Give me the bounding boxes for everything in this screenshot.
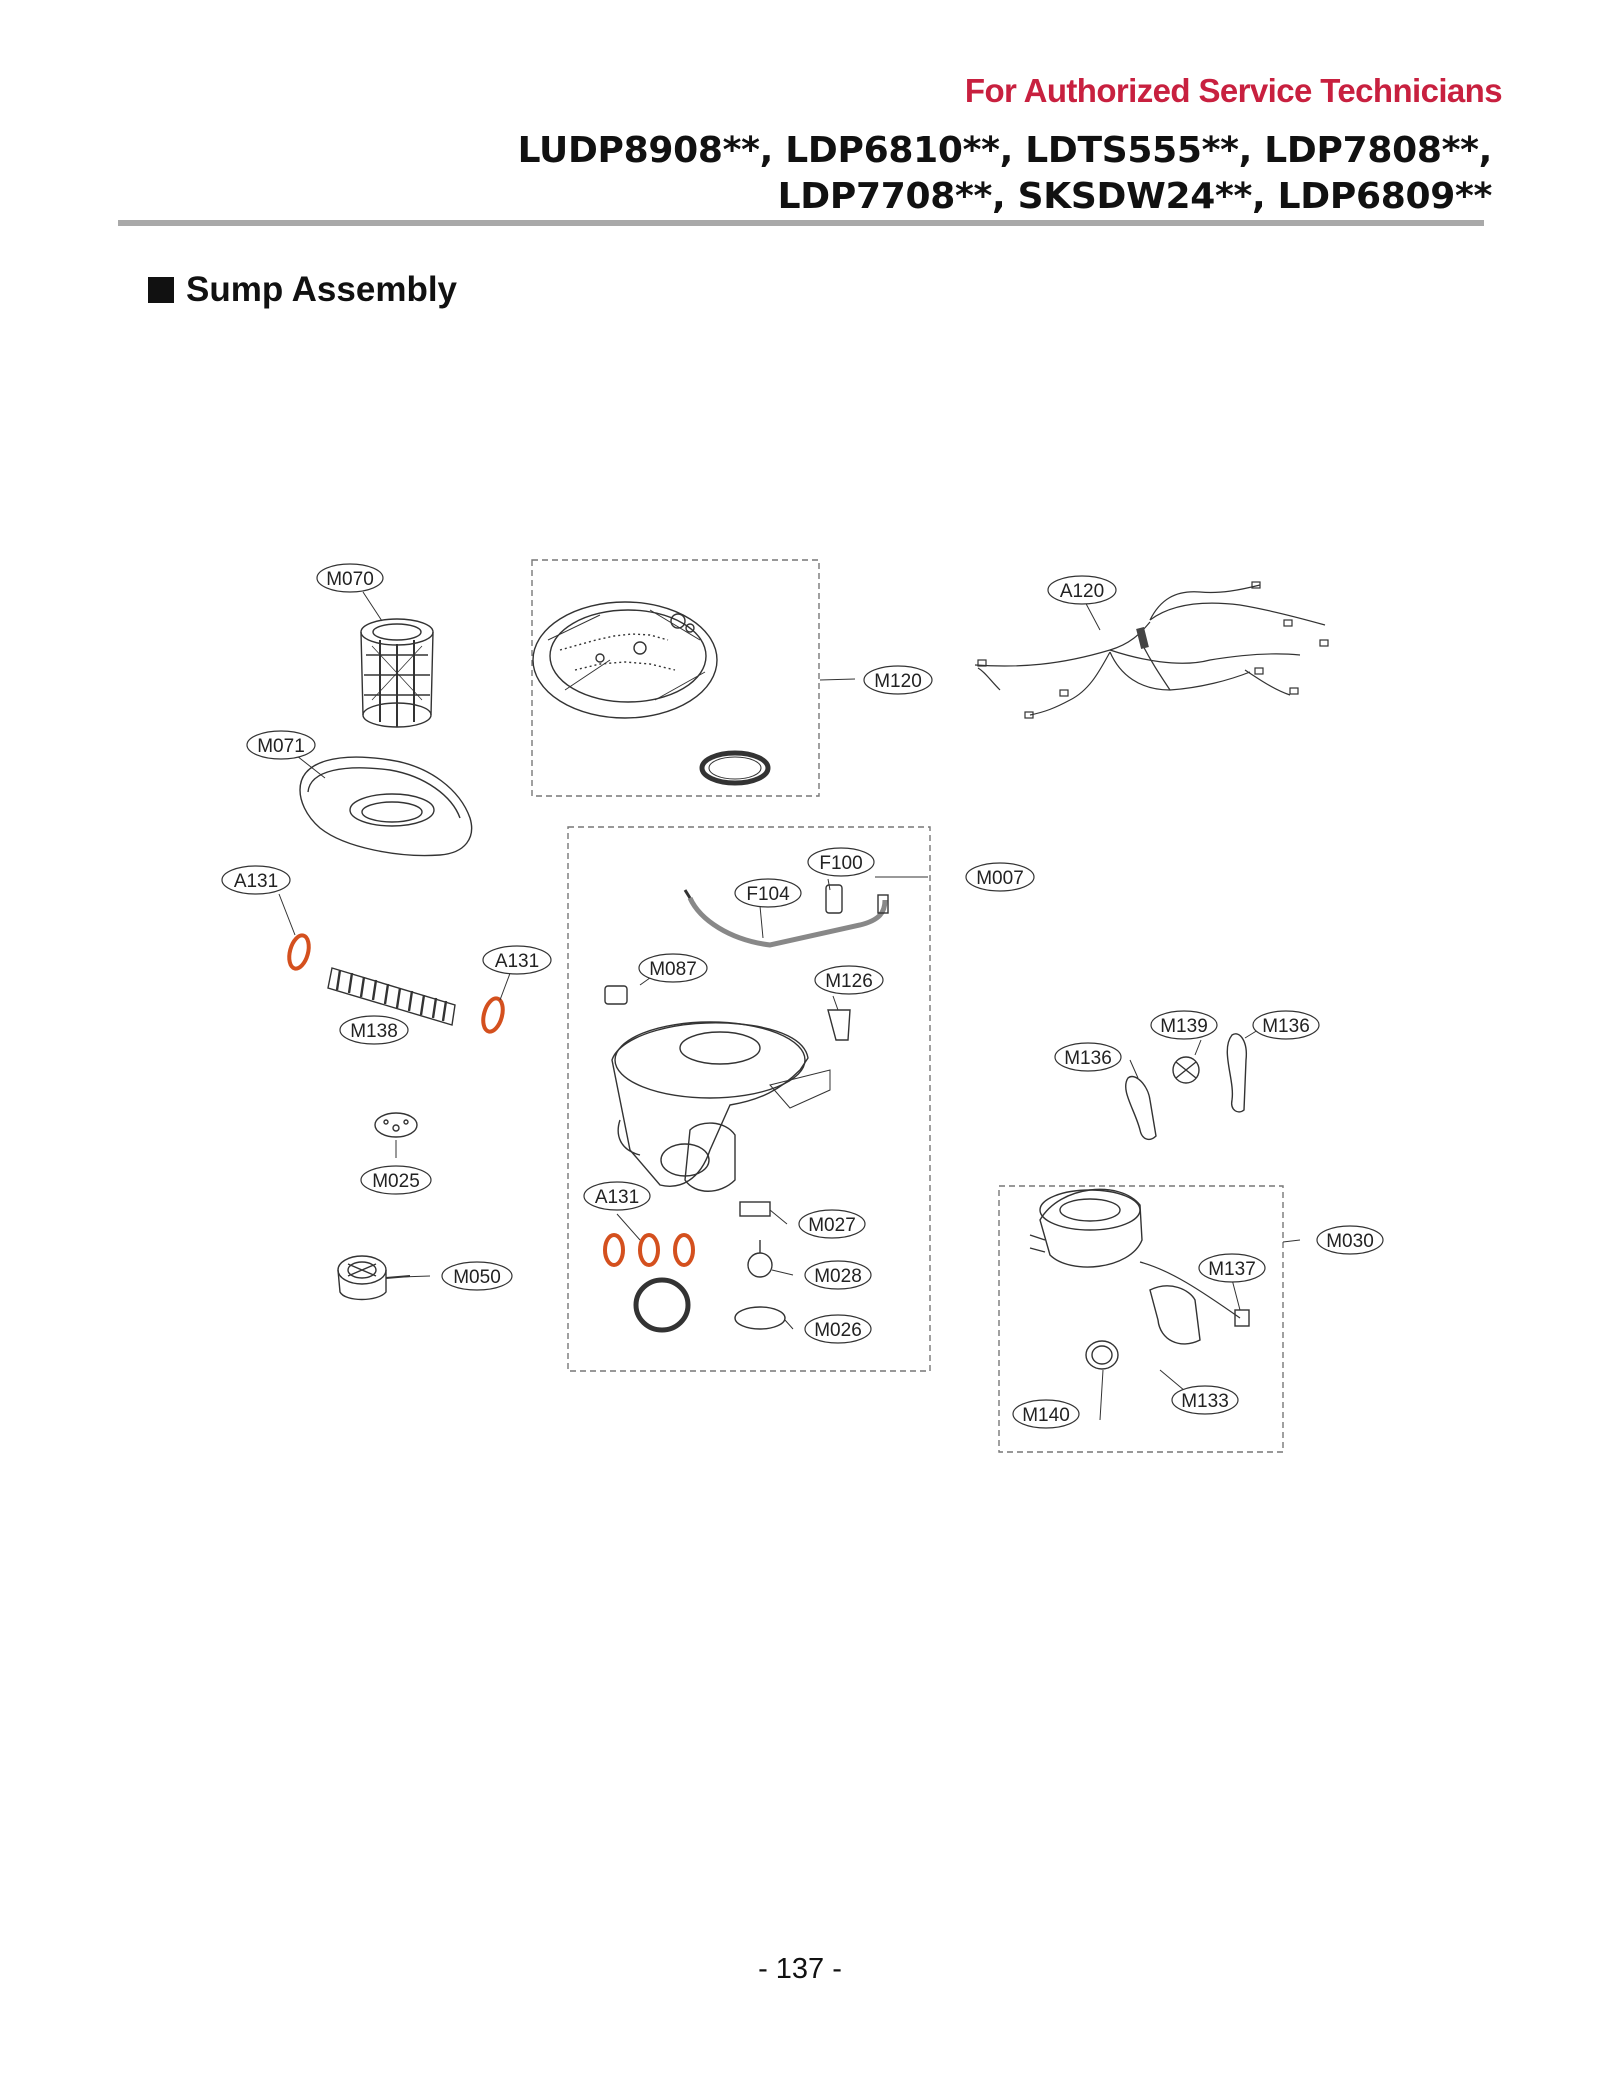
callout-label: A131 [595, 1187, 639, 1208]
callout-label: M027 [808, 1215, 856, 1236]
callout-f100: F100 [807, 847, 875, 877]
m030-group-frame [998, 1185, 1284, 1453]
callout-label: M028 [814, 1266, 862, 1287]
callout-label: F100 [819, 853, 862, 874]
callout-m136-right: M136 [1252, 1010, 1320, 1040]
bracket-part [1125, 1033, 1248, 1141]
callout-m138: M138 [339, 1015, 409, 1045]
bullet-square-icon [148, 277, 174, 303]
spray-arm-part [532, 601, 771, 786]
cap-disc-part [374, 1112, 418, 1138]
gasket-ring-part [633, 1277, 691, 1333]
callout-label: A131 [495, 951, 539, 972]
section-heading: Sump Assembly [148, 270, 457, 310]
callout-m139: M139 [1150, 1010, 1218, 1040]
callout-label: A120 [1060, 581, 1104, 602]
callout-m136-left: M136 [1054, 1042, 1122, 1072]
callout-m126: M126 [814, 965, 884, 995]
callout-a131-group: A131 [583, 1181, 651, 1211]
filter-part [360, 618, 434, 728]
callout-m133: M133 [1171, 1385, 1239, 1415]
callout-label: M050 [453, 1267, 501, 1288]
m120-group-frame [531, 559, 820, 797]
callout-label: M140 [1022, 1405, 1070, 1426]
callout-m026: M026 [804, 1314, 872, 1344]
callout-m087: M087 [638, 953, 708, 983]
callout-m071: M071 [246, 730, 316, 760]
callout-label: M136 [1262, 1016, 1310, 1037]
callout-m070: M070 [316, 563, 384, 593]
misc-small-parts [604, 985, 851, 1330]
model-list-line-2: LDP7708**, SKSDW24**, LDP6809** [777, 176, 1493, 217]
callout-label: M087 [649, 959, 697, 980]
callout-label: A131 [234, 871, 278, 892]
callout-a120: A120 [1047, 575, 1117, 605]
callout-label: M070 [326, 569, 374, 590]
model-list: LUDP8908**, LDP6810**, LDTS555**, LDP780… [517, 128, 1493, 220]
sump-body-part [611, 1021, 831, 1192]
callout-label: F104 [746, 884, 790, 905]
callout-a131-left: A131 [221, 865, 291, 895]
o-ring-part [287, 933, 695, 1267]
callout-label: M138 [350, 1021, 398, 1042]
callout-label: M133 [1181, 1391, 1229, 1412]
wash-motor-part [1029, 1188, 1250, 1370]
callout-label: M137 [1208, 1259, 1256, 1280]
callout-label: M025 [372, 1171, 420, 1192]
model-list-line-1: LUDP8908**, LDP6810**, LDTS555**, LDP780… [517, 130, 1493, 171]
callout-f104: F104 [734, 878, 802, 908]
callout-label: M071 [257, 736, 305, 757]
drain-pump-part [337, 1255, 411, 1301]
callout-label: M120 [874, 671, 922, 692]
hose-part [683, 884, 889, 948]
callout-m025: M025 [360, 1165, 432, 1195]
callout-m027: M027 [798, 1209, 866, 1239]
callout-label: M026 [814, 1320, 862, 1341]
section-title: Sump Assembly [186, 270, 458, 309]
wire-harness-part [974, 581, 1329, 719]
callout-m050: M050 [441, 1261, 513, 1291]
hub-part [327, 967, 456, 1026]
callout-label: M030 [1326, 1231, 1374, 1252]
callout-m028: M028 [804, 1260, 872, 1290]
technician-notice: For Authorized Service Technicians [964, 72, 1503, 109]
filter-plate-part [299, 756, 473, 857]
callout-label: M007 [976, 868, 1024, 889]
callout-m140: M140 [1012, 1399, 1080, 1429]
callout-m137: M137 [1198, 1253, 1266, 1283]
callout-label: M126 [825, 971, 873, 992]
callout-m120: M120 [863, 665, 933, 695]
callout-label: M136 [1064, 1048, 1112, 1069]
page-number: - 137 - [758, 1953, 842, 1985]
callout-label: M139 [1160, 1016, 1208, 1037]
header-divider [118, 220, 1484, 226]
callout-m007: M007 [965, 862, 1035, 892]
callout-a131-mid: A131 [482, 945, 552, 975]
m007-group-frame [567, 826, 931, 1372]
callout-m030: M030 [1316, 1225, 1384, 1255]
